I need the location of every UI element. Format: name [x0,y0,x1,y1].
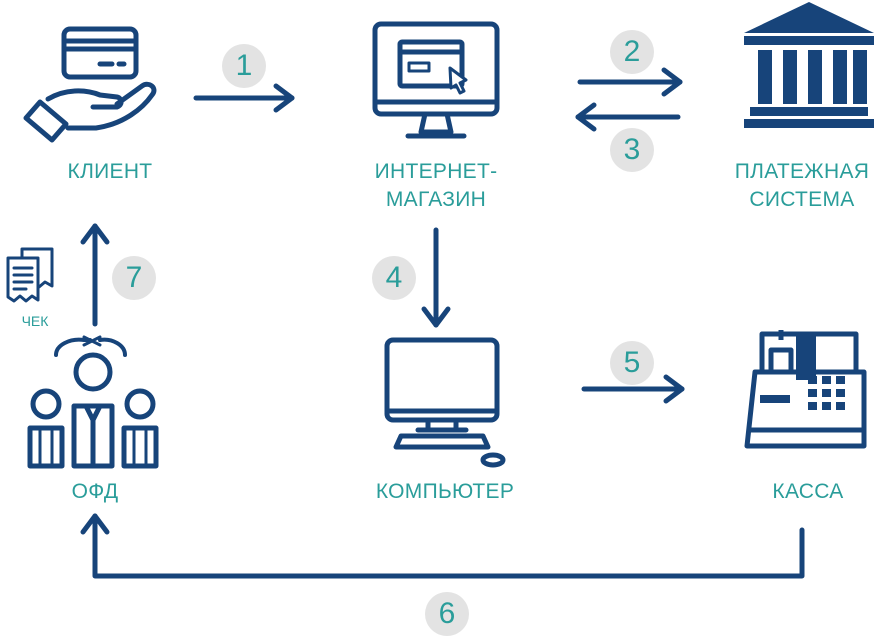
arrow-1 [193,83,295,113]
ofd-label: ОФД [71,480,119,503]
arrow-5 [581,374,685,404]
arrow-4 [421,227,451,328]
step-badge-6: 6 [425,592,469,636]
computer-label: КОМПЬЮТЕР [375,480,515,503]
bank-icon [744,2,874,128]
computer-icon [384,337,506,468]
arrow-7 [80,223,110,327]
card-in-hand-icon [23,26,157,143]
payment-system-label-line1: ПЛАТЕЖНАЯ [734,160,870,183]
arrow-3 [575,102,681,132]
step-badge-7: 7 [112,256,156,300]
receipt-label: ЧЕК [21,313,49,329]
cashbox-label: КАССА [772,480,844,503]
team-icon [27,335,159,469]
payment-system-label-line2: СИСТЕМА [749,188,855,211]
shop-label-line2: МАГАЗИН [385,188,487,211]
shop-label-line1: ИНТЕРНЕТ- [374,160,498,183]
cash-register-icon [744,330,867,449]
step-badge-5: 5 [610,341,654,385]
step-badge-2: 2 [610,30,654,74]
step-badge-3: 3 [610,128,654,172]
client-label: КЛИЕНТ [67,160,153,183]
monitor-web-icon [372,21,500,139]
step-badge-1: 1 [222,44,266,88]
step-badge-4: 4 [372,256,416,300]
arrow-6 [80,513,805,579]
receipt-icon [6,247,54,303]
arrow-2 [577,67,683,97]
